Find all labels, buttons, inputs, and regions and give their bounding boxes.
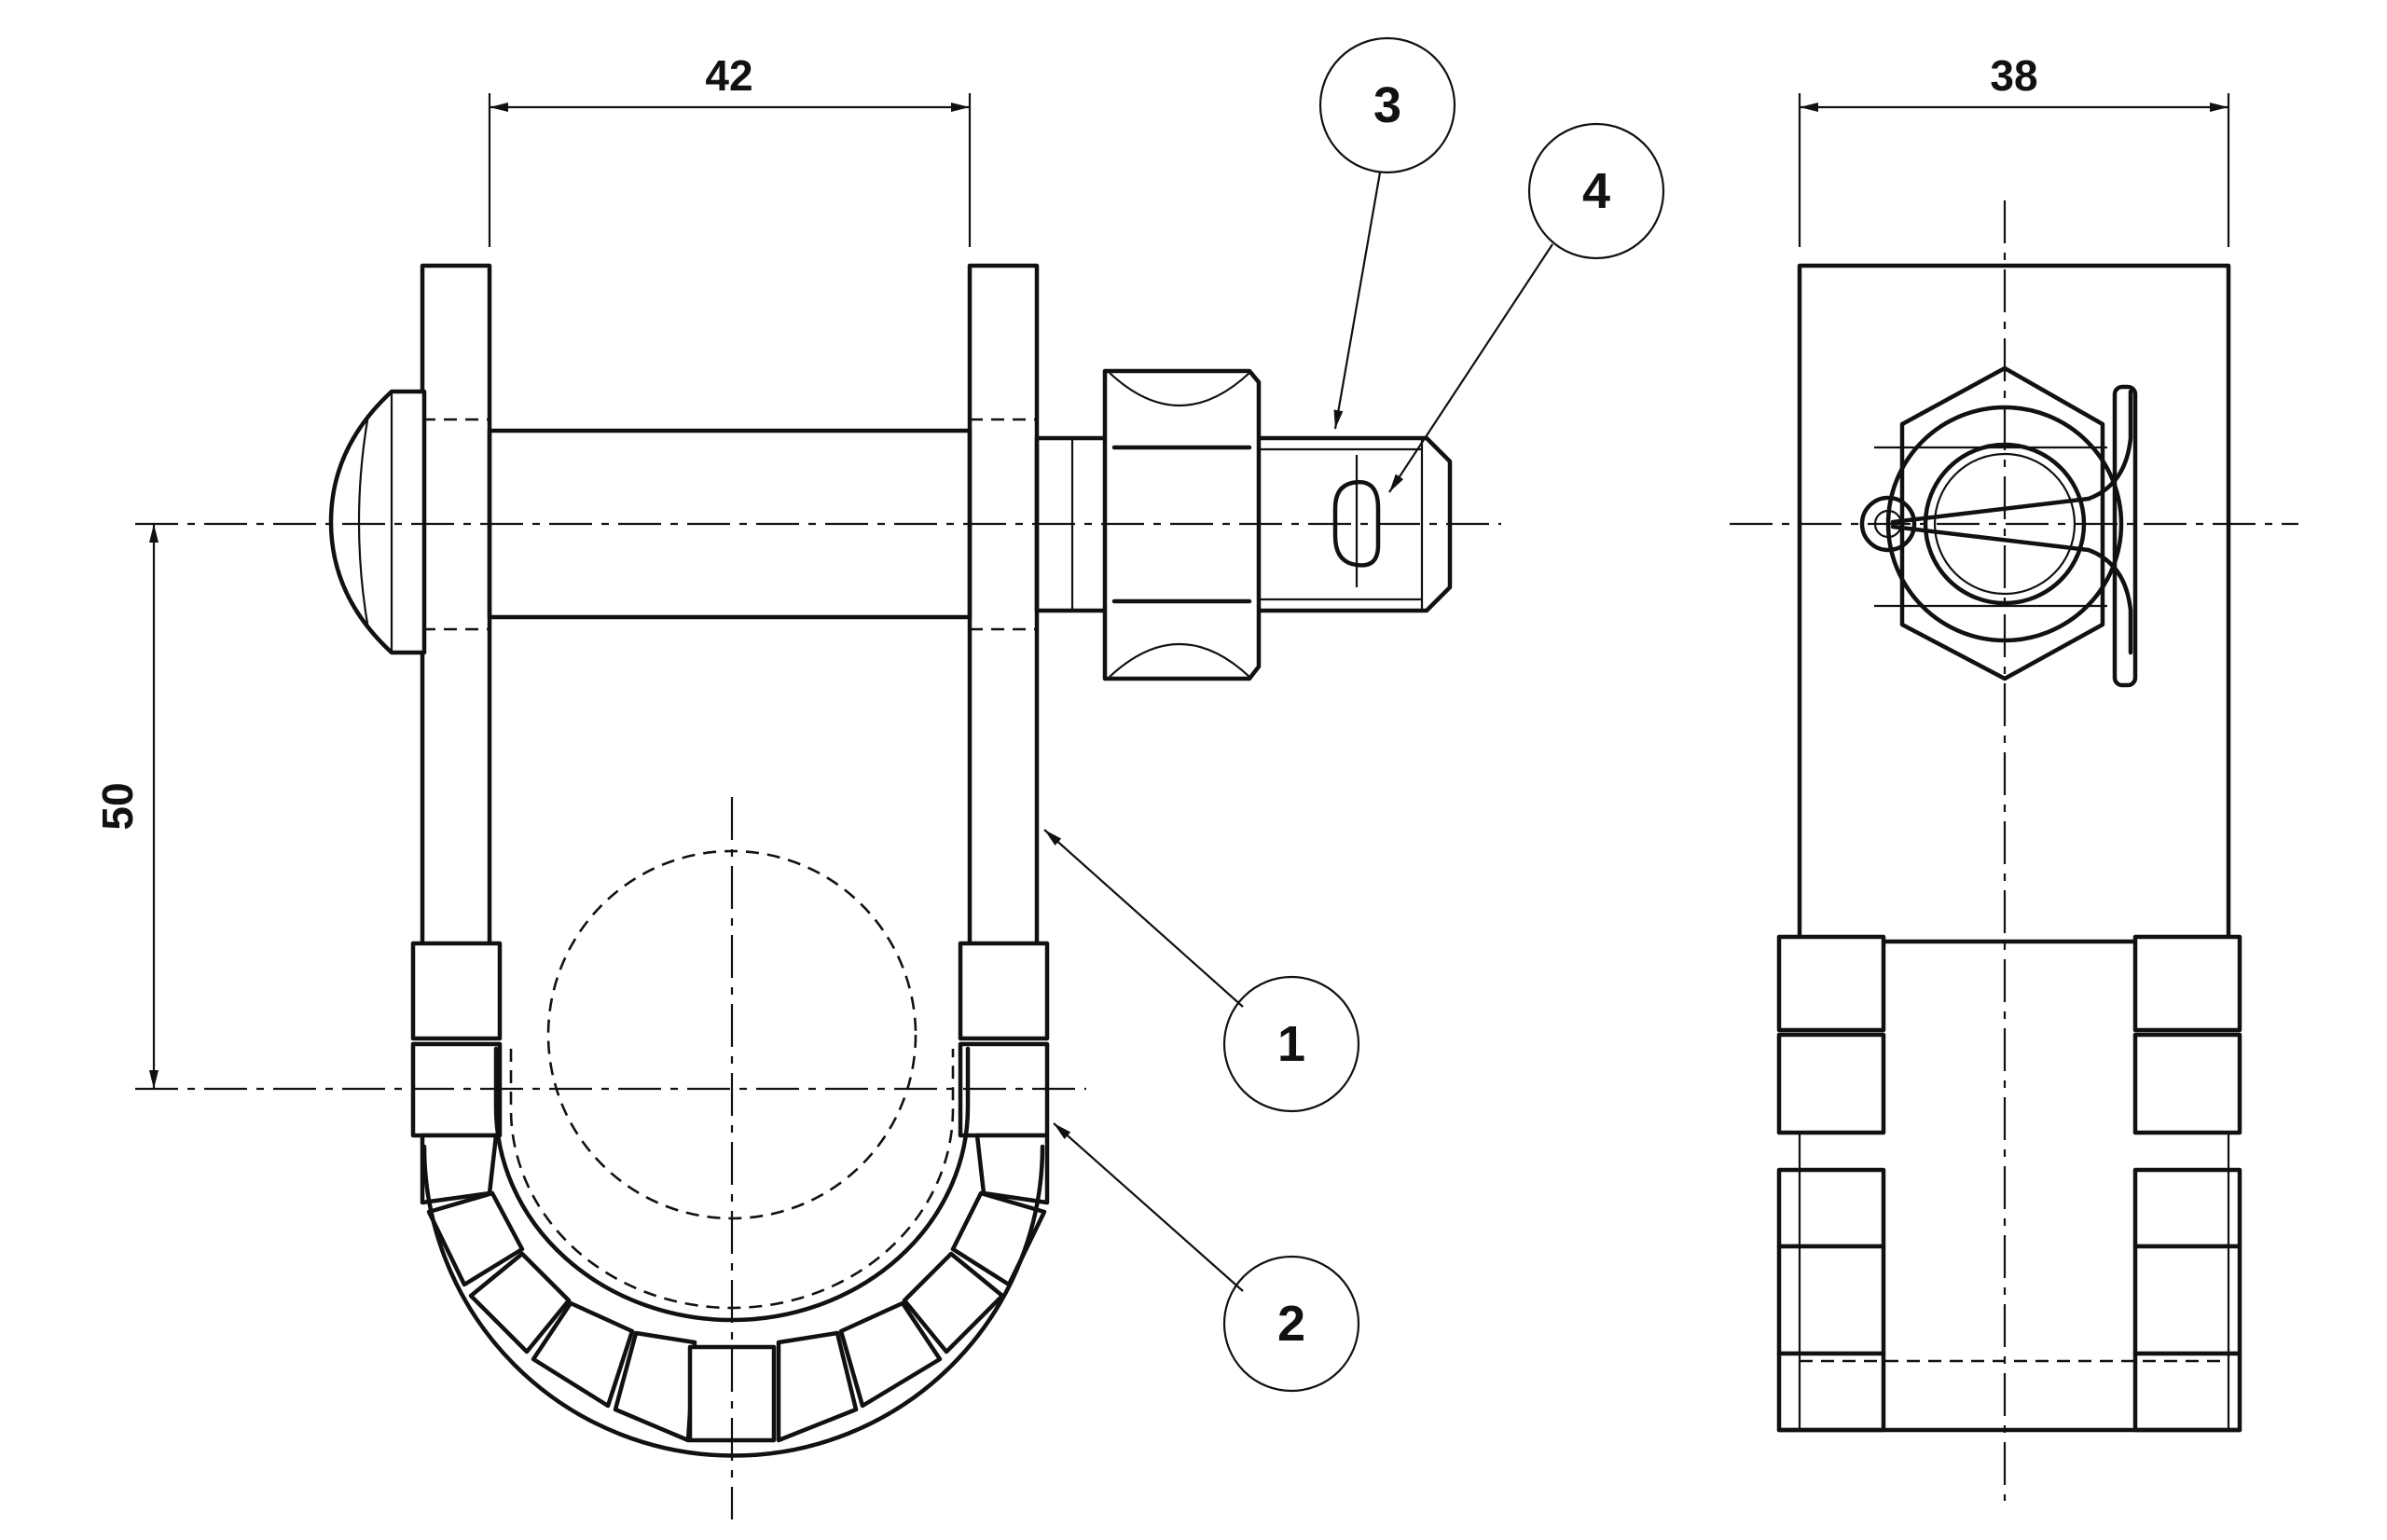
cotter-pin bbox=[1890, 389, 2133, 655]
side-jaws bbox=[1776, 934, 2242, 1433]
dim-50-label: 50 bbox=[93, 782, 142, 830]
svg-text:4: 4 bbox=[1582, 163, 1610, 219]
dimension-38: 38 bbox=[1798, 51, 2230, 247]
svg-text:1: 1 bbox=[1277, 1016, 1305, 1072]
front-view bbox=[135, 263, 1501, 1519]
saddle-teeth bbox=[420, 1133, 1050, 1458]
side-view bbox=[1730, 200, 2298, 1501]
dimension-50: 50 bbox=[93, 524, 159, 1089]
nut-hex bbox=[1899, 365, 2105, 681]
dimension-42: 42 bbox=[488, 51, 972, 247]
dim-42-label: 42 bbox=[705, 51, 752, 100]
svg-text:3: 3 bbox=[1373, 77, 1401, 133]
side-body bbox=[1797, 263, 2231, 944]
svg-text:2: 2 bbox=[1277, 1296, 1305, 1352]
balloon-3: 3 bbox=[1318, 36, 1456, 430]
balloon-1: 1 bbox=[1043, 829, 1360, 1113]
u-strap bbox=[410, 263, 1050, 1458]
dim-38-label: 38 bbox=[1990, 51, 2037, 100]
balloon-2: 2 bbox=[1053, 1122, 1360, 1393]
balloon-4: 4 bbox=[1388, 122, 1665, 493]
